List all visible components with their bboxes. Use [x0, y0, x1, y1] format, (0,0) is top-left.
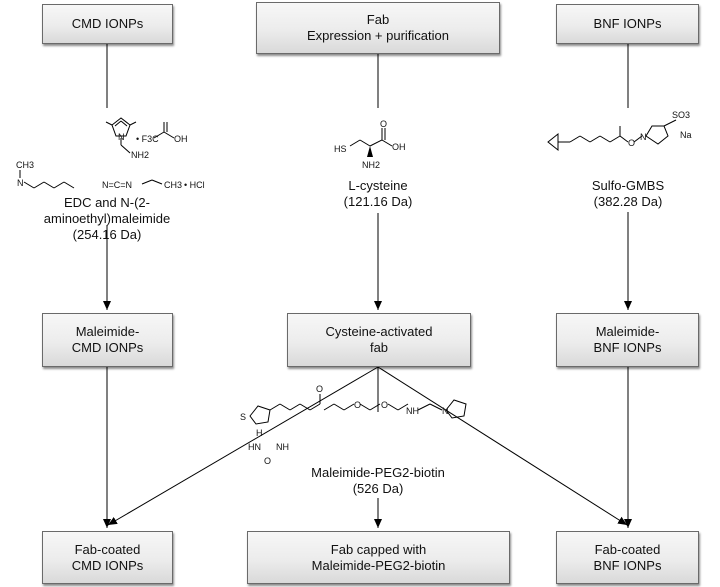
- biotin-nh-label: NH: [276, 442, 289, 452]
- caption-sulfo-line2: (382.28 Da): [593, 194, 663, 209]
- maleimide-peg2-biotin-structure: S H HN NH O O O O NH N: [240, 384, 467, 466]
- box-cys-fab-line2: fab: [369, 340, 389, 355]
- box-fab-label: Fab: [366, 12, 390, 27]
- peg-amide-o-label: O: [316, 384, 323, 394]
- aminoethylmaleimide-structure: • F3C NH2 OH N: [105, 117, 188, 160]
- box-fab-coated-bnf-ionps: Fab-coated BNF IONPs: [556, 531, 699, 584]
- amine-label: NH2: [131, 150, 149, 160]
- imide-n-label: N: [118, 132, 125, 142]
- box-fab-coated-bnf-line2: BNF IONPs: [593, 557, 662, 573]
- peg-ether-o1-label: O: [354, 400, 361, 410]
- gmbs-o-label: O: [628, 138, 635, 148]
- box-maleimide-cmd-line1: Maleimide-: [75, 324, 140, 339]
- box-maleimide-bnf-line1: Maleimide-: [595, 324, 660, 339]
- edc-structure: CH3 N N=C=N CH3 • HCl: [16, 160, 205, 190]
- box-cmd-ionps: CMD IONPs: [42, 4, 173, 44]
- box-cmd-ionps-label: CMD IONPs: [71, 16, 144, 31]
- peg-maleimide-n-label: N: [442, 406, 449, 416]
- box-fab-capped-line1: Fab capped with: [330, 541, 427, 557]
- caption-l-cysteine: L-cysteine (121.16 Da): [318, 178, 438, 210]
- box-cysteine-activated-fab: Cysteine-activated fab: [287, 313, 471, 367]
- sulfonate-label: SO3: [672, 110, 690, 120]
- box-fab-coated-bnf-line1: Fab-coated: [594, 541, 661, 557]
- acid-oh-label: OH: [174, 134, 188, 144]
- caption-edc-line2: (254.16 Da): [72, 227, 142, 242]
- sodium-label: Na: [680, 130, 692, 140]
- box-cys-fab-line1: Cysteine-activated: [325, 324, 433, 339]
- caption-maleimide-peg2-biotin: Maleimide-PEG2-biotin (526 Da): [298, 465, 458, 497]
- biotin-h-label: H: [256, 428, 263, 438]
- tfa-bullet-label: • F3C: [136, 134, 159, 144]
- sulfo-gmbs-structure: O N SO3 Na: [547, 110, 692, 152]
- caption-edc-maleimide: EDC and N-(2-aminoethyl)maleimide (254.1…: [2, 195, 212, 243]
- caption-cys-line2: (121.16 Da): [343, 194, 413, 209]
- box-fab-coated-cmd-ionps: Fab-coated CMD IONPs: [42, 531, 173, 584]
- peg-ether-o2-label: O: [381, 400, 388, 410]
- edc-ch3-end-label: CH3: [164, 180, 182, 190]
- caption-cys-line1: L-cysteine: [348, 178, 408, 193]
- caption-edc-line1: EDC and N-(2-aminoethyl)maleimide: [43, 195, 171, 226]
- caption-peg-line2: (526 Da): [352, 481, 404, 496]
- arrow-diag-to-fab-coated-bnf: [377, 366, 628, 526]
- caption-sulfo-line1: Sulfo-GMBS: [591, 178, 665, 193]
- caption-sulfo-gmbs: Sulfo-GMBS (382.28 Da): [568, 178, 688, 210]
- hcl-label: • HCl: [184, 180, 205, 190]
- cys-oh-label: OH: [392, 142, 406, 152]
- box-fab-capped-line2: Maleimide-PEG2-biotin: [311, 557, 446, 573]
- box-fab-coated-cmd-line2: CMD IONPs: [71, 557, 144, 573]
- caption-peg-line1: Maleimide-PEG2-biotin: [311, 465, 445, 480]
- box-bnf-ionps: BNF IONPs: [556, 4, 699, 44]
- carbodiimide-label: N=C=N: [102, 180, 132, 190]
- box-maleimide-bnf-ionps: Maleimide- BNF IONPs: [556, 313, 699, 367]
- cys-carbonyl-o-label: O: [380, 120, 387, 129]
- box-bnf-ionps-label: BNF IONPs: [593, 16, 662, 31]
- biotin-s-label: S: [240, 412, 246, 422]
- box-fab-sublabel: Expression + purification: [307, 28, 449, 43]
- l-cysteine-structure: HS O OH NH2: [334, 120, 406, 170]
- peg-amide-nh-label: NH: [406, 406, 419, 416]
- thiol-label: HS: [334, 144, 347, 154]
- cys-nh2-label: NH2: [362, 160, 380, 170]
- box-maleimide-cmd-ionps: Maleimide- CMD IONPs: [42, 313, 173, 367]
- box-fab-expression: Fab Expression + purification: [256, 2, 500, 54]
- box-maleimide-bnf-line2: BNF IONPs: [593, 340, 662, 355]
- biotin-hn-label: HN: [248, 442, 261, 452]
- box-fab-coated-cmd-line1: Fab-coated: [74, 541, 141, 557]
- edc-methyl-label: CH3: [16, 160, 34, 170]
- biotin-o-label: O: [264, 456, 271, 466]
- gmbs-n-label: N: [640, 132, 647, 142]
- box-maleimide-cmd-line2: CMD IONPs: [71, 340, 144, 355]
- edc-n-label: N: [17, 178, 24, 188]
- arrow-diag-to-fab-coated-cmd: [107, 366, 379, 526]
- box-fab-capped-peg2-biotin: Fab capped with Maleimide-PEG2-biotin: [247, 531, 510, 584]
